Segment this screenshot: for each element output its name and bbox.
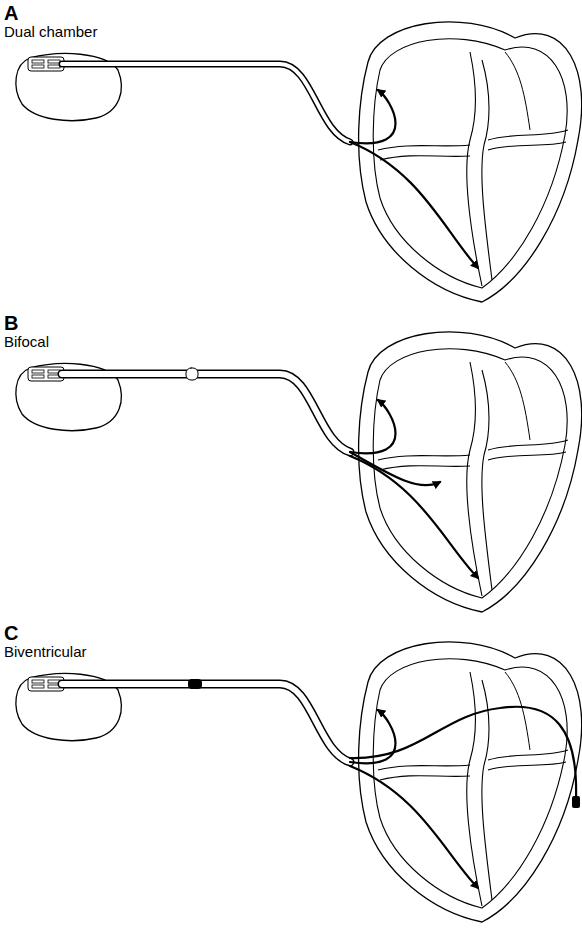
panel-title: Biventricular [4,644,87,661]
panel-title: Dual chamber [4,24,97,41]
panel-letter: A [4,2,18,24]
panel-letter: B [4,312,18,334]
panel-letter: C [4,622,18,644]
panel-title: Bifocal [4,334,49,351]
